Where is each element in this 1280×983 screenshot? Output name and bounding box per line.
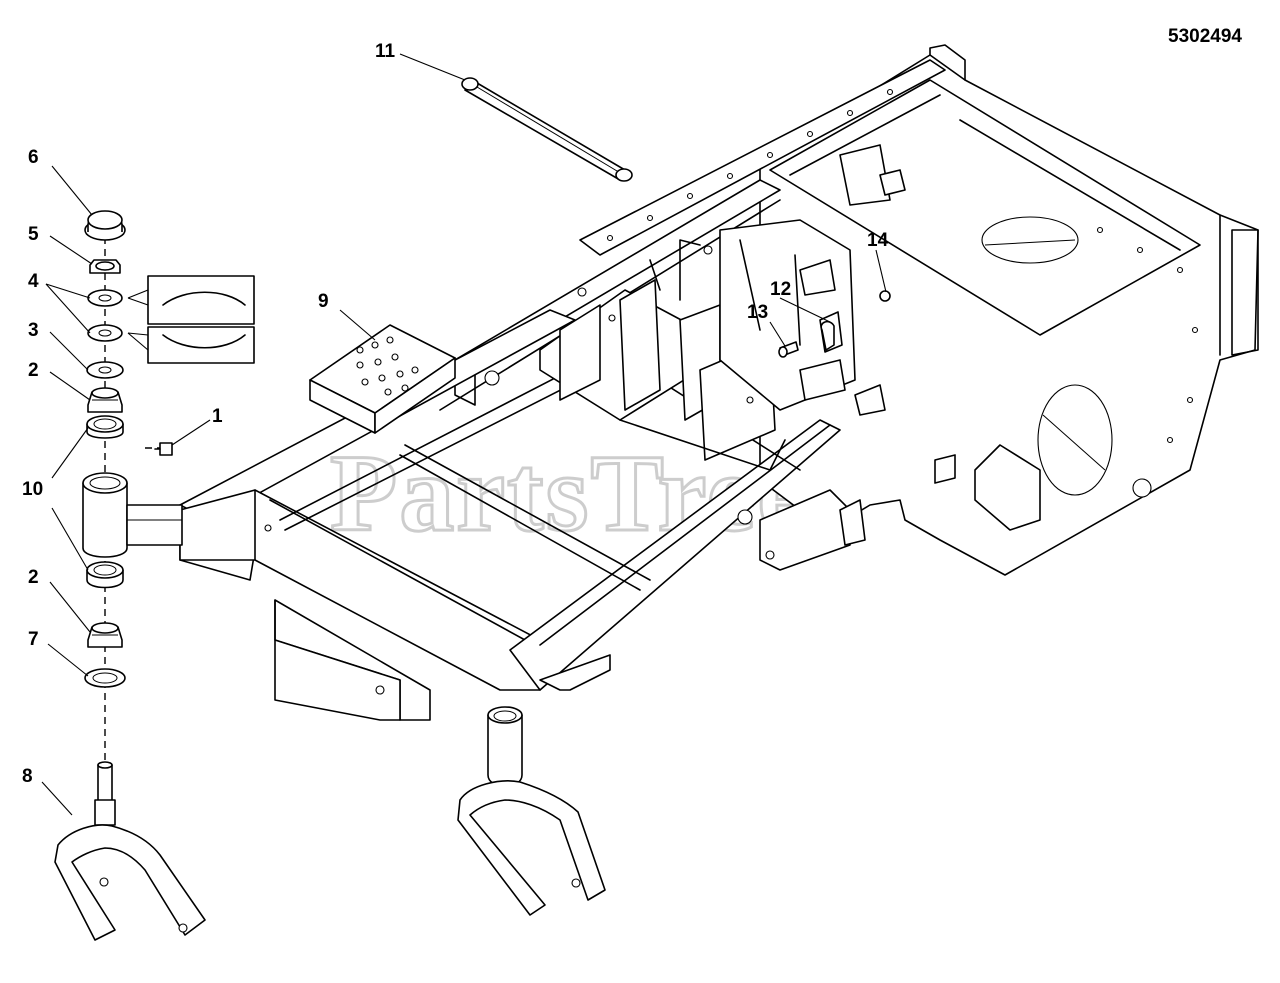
washer-upper[interactable] bbox=[87, 289, 123, 307]
left-caster-fork[interactable] bbox=[54, 761, 206, 941]
callout-14: 14 bbox=[867, 230, 889, 251]
tapered-bearing-upper[interactable] bbox=[87, 387, 123, 413]
castle-nut[interactable] bbox=[89, 259, 121, 274]
foot-plate[interactable] bbox=[309, 324, 456, 434]
callout-2-lower: 2 bbox=[28, 567, 39, 588]
right-caster-fork[interactable] bbox=[457, 780, 606, 916]
callout-5: 5 bbox=[28, 224, 39, 245]
grease-seal[interactable] bbox=[84, 668, 126, 688]
document-number: 5302494 bbox=[1168, 26, 1242, 47]
bolt-13[interactable] bbox=[778, 341, 799, 358]
callout-9: 9 bbox=[318, 291, 329, 312]
right-caster-housing[interactable] bbox=[487, 706, 523, 788]
left-spindle-stack bbox=[54, 210, 255, 941]
grease-fitting[interactable] bbox=[154, 442, 173, 456]
washer-profile-box-2 bbox=[127, 326, 255, 364]
callout-1: 1 bbox=[212, 406, 223, 427]
callout-11: 11 bbox=[375, 41, 396, 62]
fastener-14[interactable] bbox=[879, 290, 891, 302]
spindle-tube[interactable] bbox=[82, 472, 183, 558]
callout-8: 8 bbox=[22, 766, 33, 787]
callout-7: 7 bbox=[28, 629, 39, 650]
washer-lower[interactable] bbox=[87, 324, 123, 342]
callout-13: 13 bbox=[747, 302, 768, 323]
dust-cap[interactable] bbox=[84, 210, 126, 241]
tapered-bearing-lower[interactable] bbox=[87, 622, 123, 648]
callout-6: 6 bbox=[28, 147, 39, 168]
tie-rod[interactable] bbox=[461, 77, 633, 182]
callout-10: 10 bbox=[22, 479, 43, 500]
bearing-race-lower[interactable] bbox=[86, 561, 124, 589]
callout-12: 12 bbox=[770, 279, 791, 300]
callout-2-upper: 2 bbox=[28, 360, 39, 381]
callout-labels: 11 6 5 4 3 2 1 10 2 7 8 9 12 13 14 bbox=[22, 41, 889, 787]
callout-3: 3 bbox=[28, 320, 39, 341]
thrust-washer[interactable] bbox=[86, 361, 124, 379]
callout-4: 4 bbox=[28, 271, 39, 292]
leader-lines bbox=[41, 53, 887, 816]
washer-profile-box-1 bbox=[127, 275, 255, 325]
bearing-race-upper[interactable] bbox=[86, 415, 124, 439]
center-bracket-assembly[interactable] bbox=[539, 144, 906, 471]
